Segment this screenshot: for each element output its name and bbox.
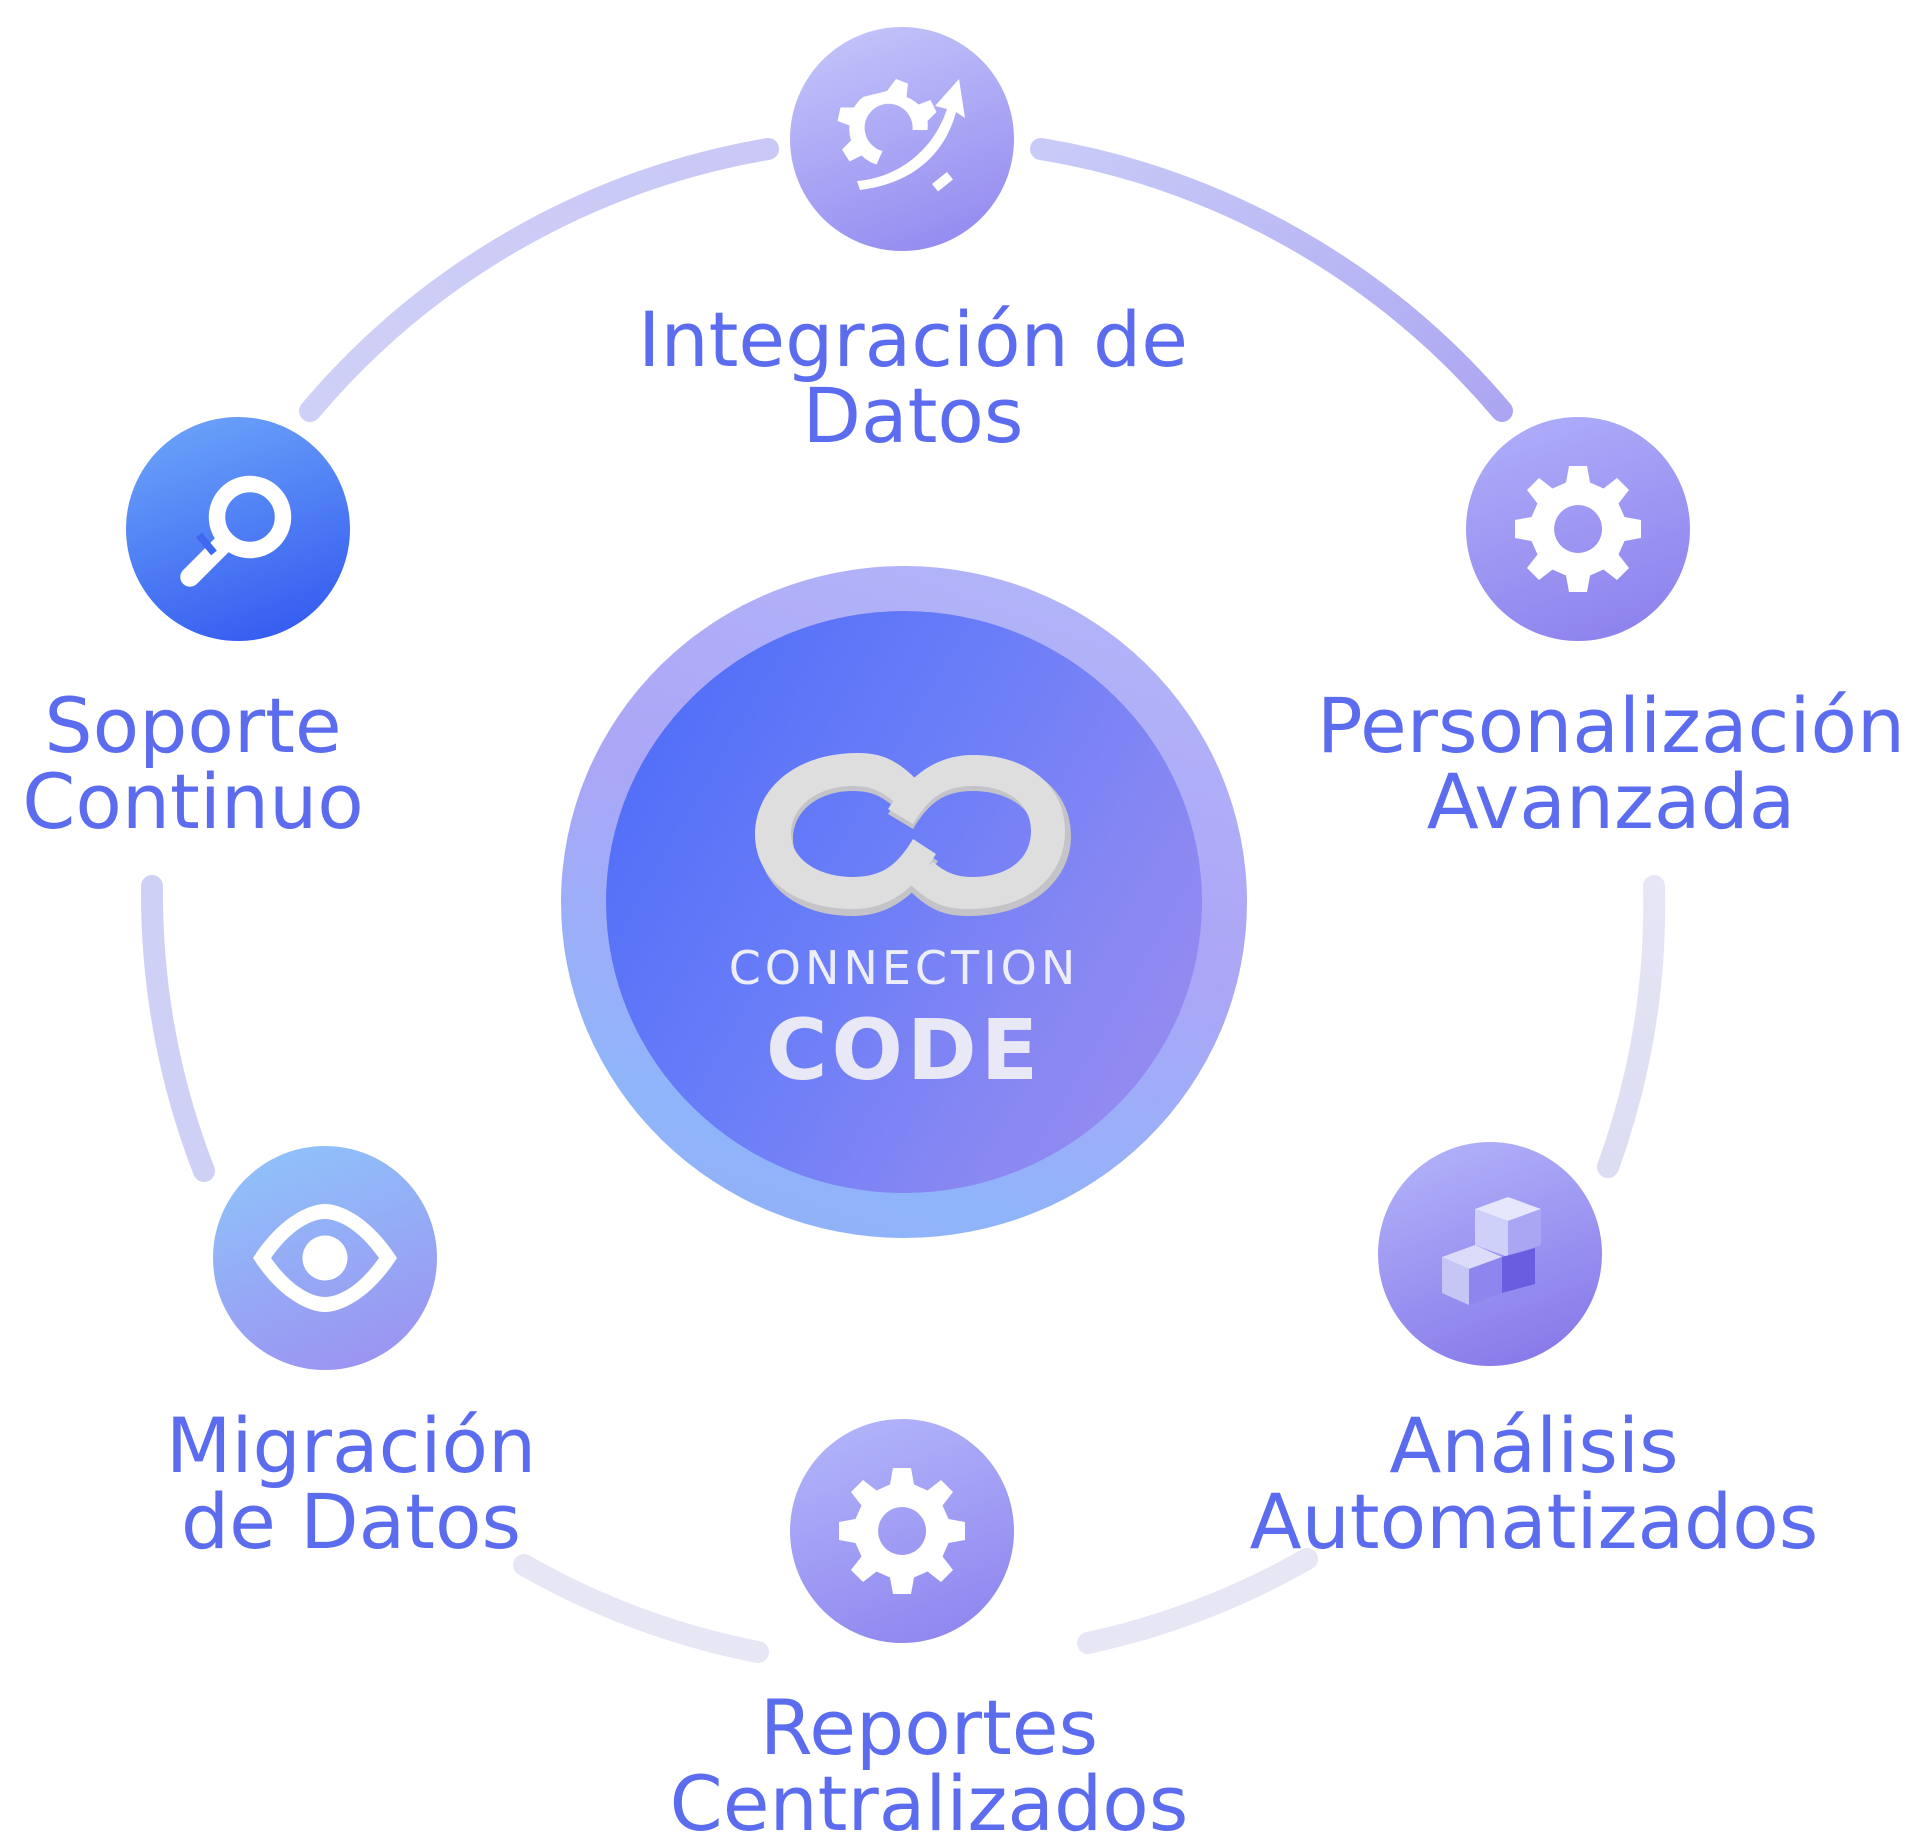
arc-right (1597, 875, 1666, 1178)
search-icon (180, 475, 292, 587)
label-reportes-centralizados: Reportes Centralizados (670, 1690, 1189, 1842)
label-soporte-continuo: Soporte Continuo (22, 688, 363, 840)
eye-icon (253, 1204, 397, 1312)
center-logo-circle: CONNECTION CODE (561, 566, 1247, 1238)
label-line: Datos (802, 371, 1024, 460)
label-line: Integración de (638, 295, 1188, 384)
node-integracion-datos (790, 27, 1014, 251)
node-soporte-continuo (126, 417, 350, 641)
logo-text-code: CODE (765, 1001, 1043, 1099)
label-migracion-datos: Migración de Datos (166, 1408, 536, 1560)
arc-top-left (299, 138, 779, 422)
label-line: Personalización (1316, 681, 1906, 770)
logo-text-connection: CONNECTION (728, 941, 1080, 995)
node-reportes-centralizados (790, 1419, 1014, 1643)
label-line: Avanzada (1426, 757, 1796, 846)
label-personalizacion-avanzada: Personalización Avanzada (1317, 688, 1905, 840)
label-integracion-datos: Integración de Datos (638, 302, 1188, 454)
label-line: Soporte (44, 681, 342, 770)
arc-bottom-left (513, 1554, 769, 1663)
connection-link-logo (755, 753, 1071, 916)
label-line: Reportes (759, 1683, 1099, 1772)
label-analisis-automatizados: Análisis Automatizados (1250, 1408, 1819, 1560)
label-line: de Datos (180, 1477, 522, 1566)
label-line: Continuo (22, 757, 364, 846)
label-line: Análisis (1389, 1401, 1679, 1490)
label-line: Migración (165, 1401, 537, 1490)
gear-icon (839, 1468, 965, 1594)
gear-arrow-icon (837, 79, 965, 192)
label-line: Automatizados (1249, 1477, 1819, 1566)
arc-top-right (1030, 138, 1513, 422)
cubes-icon (1442, 1197, 1541, 1305)
node-analisis-automatizados (1378, 1142, 1602, 1366)
label-line: Centralizados (669, 1759, 1189, 1848)
node-migracion-datos (213, 1146, 437, 1370)
gear-icon (1515, 466, 1641, 592)
arc-bottom-right (1077, 1548, 1318, 1654)
node-personalizacion-avanzada (1466, 417, 1690, 641)
arc-left (140, 875, 215, 1182)
